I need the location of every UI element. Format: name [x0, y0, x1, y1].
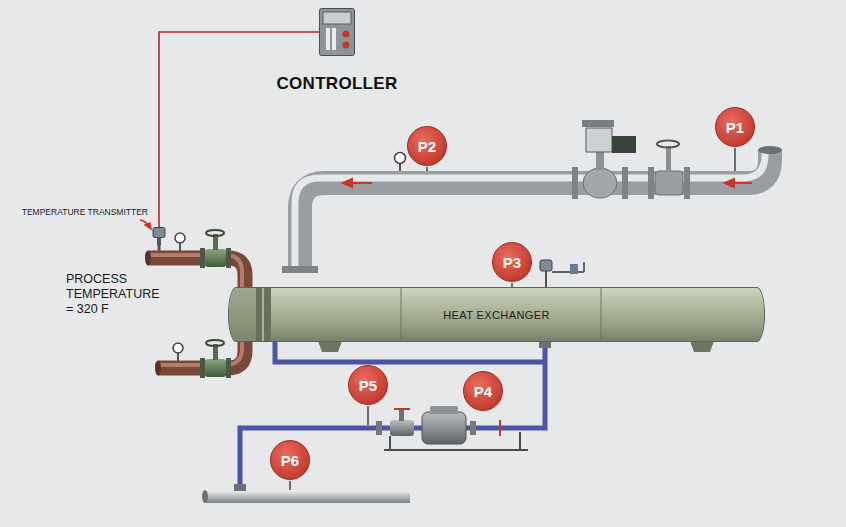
gate-valve [648, 141, 690, 200]
signal-wire [159, 32, 319, 227]
node-label: P3 [503, 254, 521, 271]
steam-pipe [282, 145, 782, 273]
pressure-gauge [395, 153, 406, 172]
controller-icon [319, 8, 355, 56]
node-label: HEAT EXCHANGER [443, 309, 550, 321]
node-label: P2 [418, 138, 436, 155]
condensate-line [240, 340, 545, 490]
condensate-header [202, 484, 410, 503]
callout-number: P3 [492, 242, 532, 282]
vessel-saddle [318, 341, 714, 352]
transmitter-icon [151, 227, 167, 245]
temperature-transmitter: TEMPERATURE TRANSMITTER [10, 207, 172, 249]
controller-box: CONTROLLER [262, 4, 412, 94]
heat-exchanger-shell: HEAT EXCHANGER [228, 287, 765, 342]
node-label: P4 [474, 383, 492, 400]
callout-number: P4 [463, 371, 503, 411]
control-valve [572, 120, 636, 199]
strainer-valve [376, 409, 414, 436]
node-label: P5 [359, 377, 377, 394]
node-label: P6 [281, 452, 299, 469]
node-label: TEMPERATURE TRANSMITTER [22, 207, 148, 217]
node-label: P1 [726, 119, 744, 136]
callout-number: P6 [270, 440, 310, 480]
vessel-instruments [540, 260, 584, 287]
callout-number: P5 [348, 365, 388, 405]
callout-number: P2 [407, 126, 447, 166]
process-gauges [159, 233, 185, 361]
flow-arrow [343, 179, 752, 187]
node-label: CONTROLLER [276, 74, 397, 94]
pointer-arrow [140, 220, 151, 229]
process-temperature-note: PROCESS TEMPERATURE = 320 F [66, 272, 164, 317]
process-valve [200, 230, 231, 378]
steam-trap [422, 406, 500, 444]
callout-number: P1 [715, 107, 755, 147]
